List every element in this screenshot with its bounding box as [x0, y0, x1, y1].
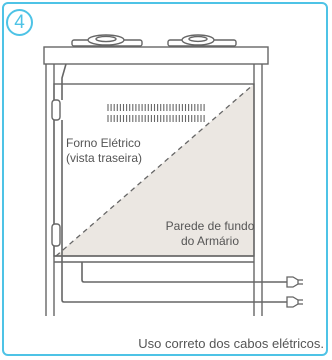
plug-lower — [286, 296, 303, 308]
step-number-badge: 4 — [6, 9, 33, 36]
cutaway-dashed-line — [55, 83, 255, 257]
oven-label: Forno Elétrico (vista traseira) — [66, 136, 142, 166]
power-cable-long — [61, 120, 290, 303]
plug-upper — [286, 276, 303, 288]
caption-text: Uso correto dos cabos elétricos. — [138, 336, 324, 351]
back-wall-label: Parede de fundo do Armário — [162, 219, 258, 249]
cooktop-burner-left — [71, 34, 143, 47]
cabinet-right-side — [253, 64, 263, 316]
power-cable-short — [81, 262, 290, 283]
oven-label-line2: (vista traseira) — [66, 151, 143, 165]
ventilation-grille — [107, 104, 205, 122]
cooktop-burner-right — [167, 34, 237, 47]
panel-frame — [2, 2, 328, 356]
back-wall-label-line1: Parede de fundo — [165, 219, 255, 233]
back-wall-label-line2: do Armário — [180, 234, 240, 248]
countertop — [43, 46, 269, 65]
cable-clips — [51, 99, 61, 247]
oven-label-line1: Forno Elétrico — [66, 136, 141, 150]
power-cable-upper — [61, 63, 67, 100]
cabinet-shelf — [54, 255, 254, 263]
